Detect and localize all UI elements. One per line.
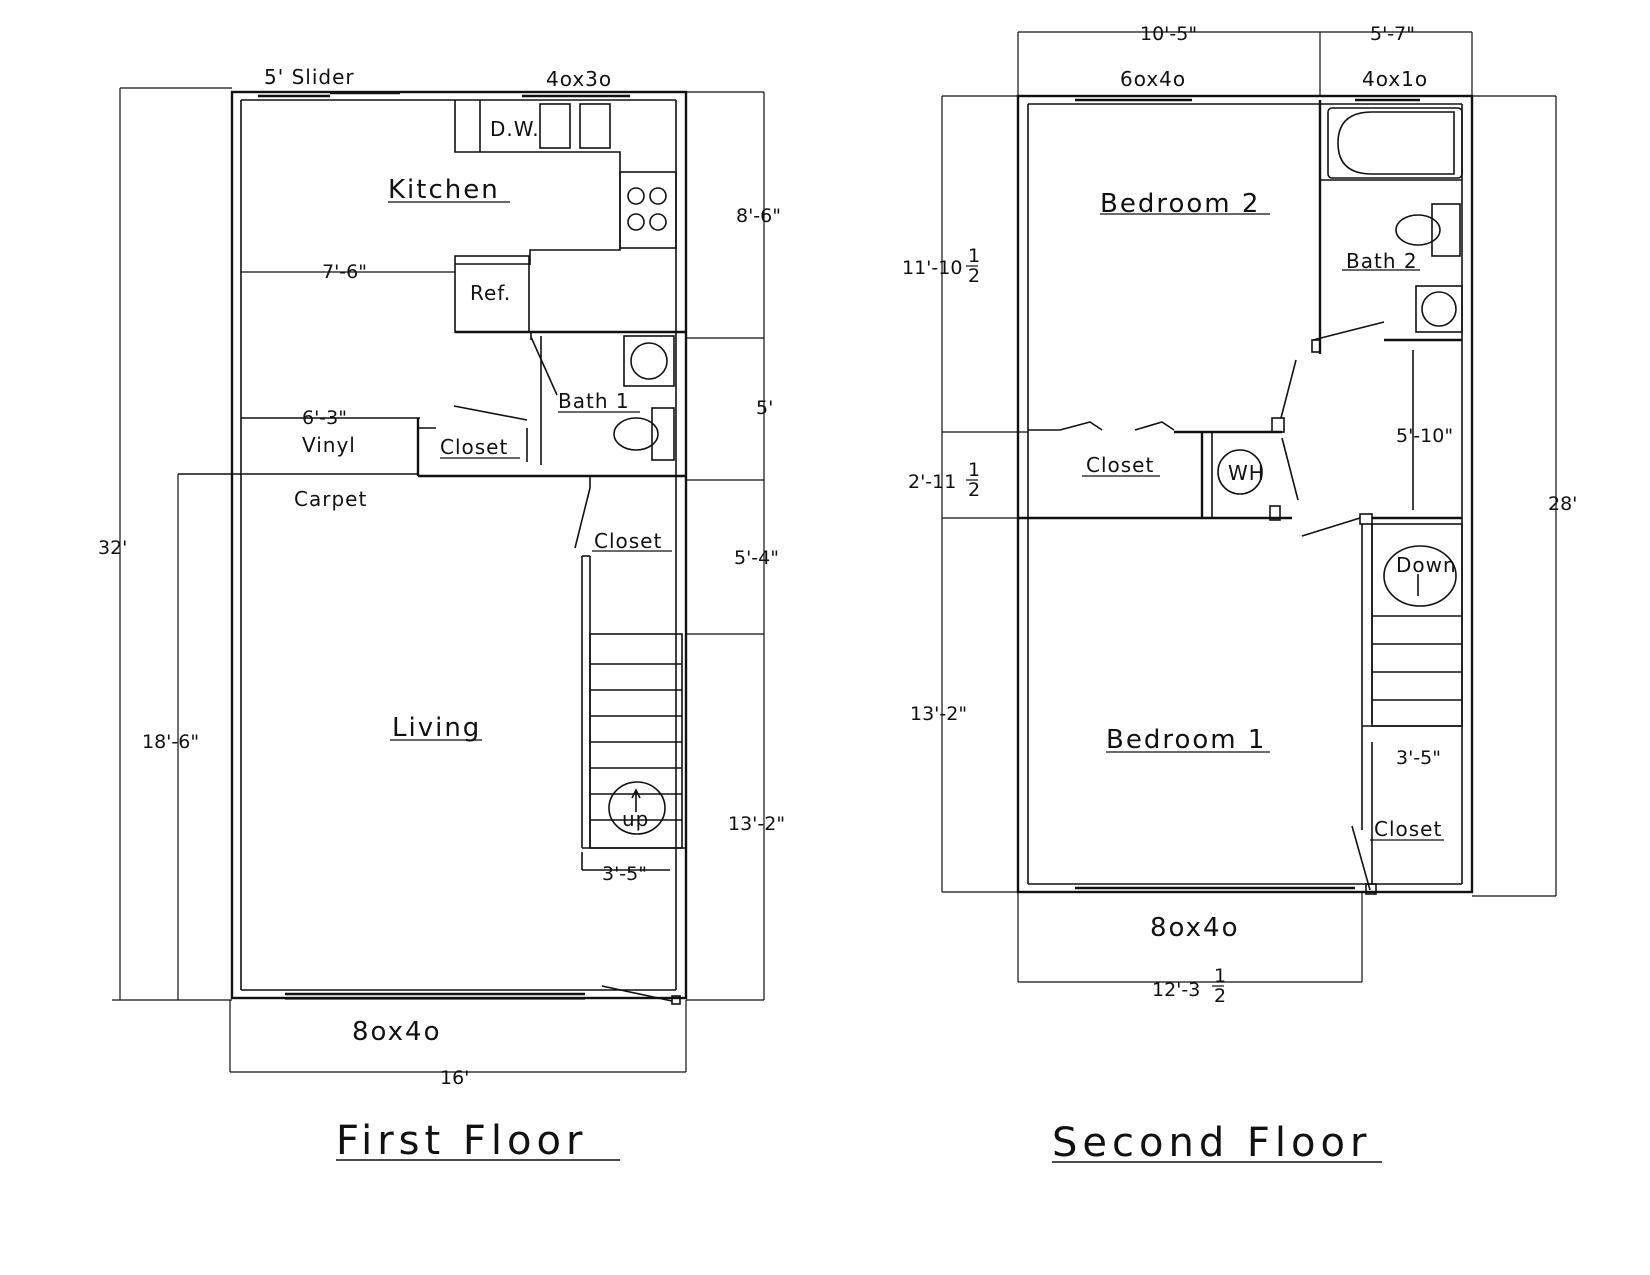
vinyl-width-dimension: 6'-3" (302, 407, 347, 429)
bedroom-2-width-dimension: 10'-5" (1140, 23, 1197, 45)
svg-text:2: 2 (968, 265, 980, 287)
carpet-floor-label: Carpet (294, 487, 367, 511)
bedroom-2-window-label: 6ox4o (1120, 67, 1186, 91)
kitchen-room-label: Kitchen (388, 175, 500, 205)
width-dimension: 16' (440, 1067, 469, 1089)
bath-1-fixtures (530, 332, 675, 465)
toilet-tank (651, 407, 675, 461)
svg-text:2'-11: 2'-11 (908, 471, 956, 493)
closet-depth-dimension: 2'-11 1 2 (908, 459, 980, 501)
bedroom-1-width-dimension: 12'-3 1 2 (1152, 965, 1226, 1007)
refrigerator-label: Ref. (470, 281, 511, 305)
stair-direction-marker (608, 781, 666, 835)
kitchen-fixtures (454, 100, 686, 334)
stair-width-dimension: 3'-5" (602, 863, 647, 885)
closet-walls (178, 405, 686, 549)
hall-depth-dimension: 5'-10" (1396, 425, 1453, 447)
second-floor-dimension-lines (941, 31, 1557, 983)
kitchen-width-dimension: 7'-6" (322, 261, 367, 283)
second-floor-plan (941, 31, 1557, 1163)
living-room-label: Living (392, 713, 481, 743)
first-floor-dimension-lines (112, 87, 765, 1073)
stair-depth-dimension: 13'-2" (728, 813, 785, 835)
closet-label: Closet (440, 435, 508, 459)
bath-depth-dimension: 5' (756, 397, 773, 419)
dishwasher-label: D.W. (490, 117, 540, 141)
vinyl-floor-label: Vinyl (302, 433, 356, 457)
front-window-label: 8ox4o (352, 1017, 442, 1047)
svg-text:1: 1 (968, 459, 980, 481)
sink-basin-right (579, 103, 611, 149)
svg-text:2: 2 (1214, 985, 1226, 1007)
range-stove (619, 171, 677, 249)
entry-door (601, 985, 681, 1005)
closet-depth-dimension: 5'-4" (734, 547, 779, 569)
bedroom-1-depth-dimension: 13'-2" (910, 703, 967, 725)
first-floor-title: First Floor (336, 1118, 587, 1164)
second-floor-stairs (1351, 523, 1463, 895)
hall-and-closet-walls (1018, 359, 1462, 537)
bath-1-label: Bath 1 (558, 389, 630, 413)
kitchen-window-label: 4ox3o (546, 67, 612, 91)
second-floor-exterior-walls (1016, 94, 1474, 894)
svg-text:12'-3: 12'-3 (1152, 979, 1200, 1001)
first-floor-stairs (581, 555, 686, 871)
kitchen-depth-dimension: 8'-6" (736, 205, 781, 227)
sink-basin-left (539, 103, 571, 149)
bath-2-width-dimension: 5'-7" (1370, 23, 1415, 45)
toilet-bowl (1395, 214, 1441, 246)
bedroom-1-window-label: 8ox4o (1150, 913, 1240, 943)
stair-width-dimension: 3'-5" (1396, 747, 1441, 769)
closet-label: Closet (1374, 817, 1442, 841)
water-heater-icon (1217, 449, 1263, 495)
toilet-tank (1431, 203, 1461, 257)
svg-text:1: 1 (1214, 965, 1226, 987)
living-depth-dimension: 18'-6" (142, 731, 199, 753)
toilet-bowl (613, 417, 659, 451)
bedroom-2-label: Bedroom 2 (1100, 189, 1260, 219)
bathtub (1327, 107, 1463, 179)
bedroom-2-depth-dimension: 11'-10 1 2 (902, 245, 980, 287)
closet-label: Closet (1086, 453, 1154, 477)
water-heater-label: WH (1228, 461, 1265, 485)
bath-2-label: Bath 2 (1346, 249, 1418, 273)
svg-text:11'-10: 11'-10 (902, 257, 962, 279)
bath-window-label: 4ox1o (1362, 67, 1428, 91)
bath-2-fixtures (1311, 100, 1463, 510)
stairs-down-label: Down (1396, 553, 1457, 577)
first-floor-plan (112, 87, 765, 1161)
stair-direction-marker (1383, 545, 1457, 607)
slider-door-label: 5' Slider (264, 65, 355, 89)
sink (1415, 285, 1463, 333)
bedroom-1-label: Bedroom 1 (1106, 725, 1266, 755)
sink (623, 335, 675, 387)
stairs-up-label: up (622, 807, 649, 831)
overall-depth-dimension: 32' (98, 537, 127, 559)
closet-label: Closet (594, 529, 662, 553)
svg-text:2: 2 (968, 479, 980, 501)
second-floor-title: Second Floor (1052, 1120, 1371, 1166)
svg-text:1: 1 (968, 245, 980, 267)
overall-depth-dimension: 28' (1548, 493, 1577, 515)
